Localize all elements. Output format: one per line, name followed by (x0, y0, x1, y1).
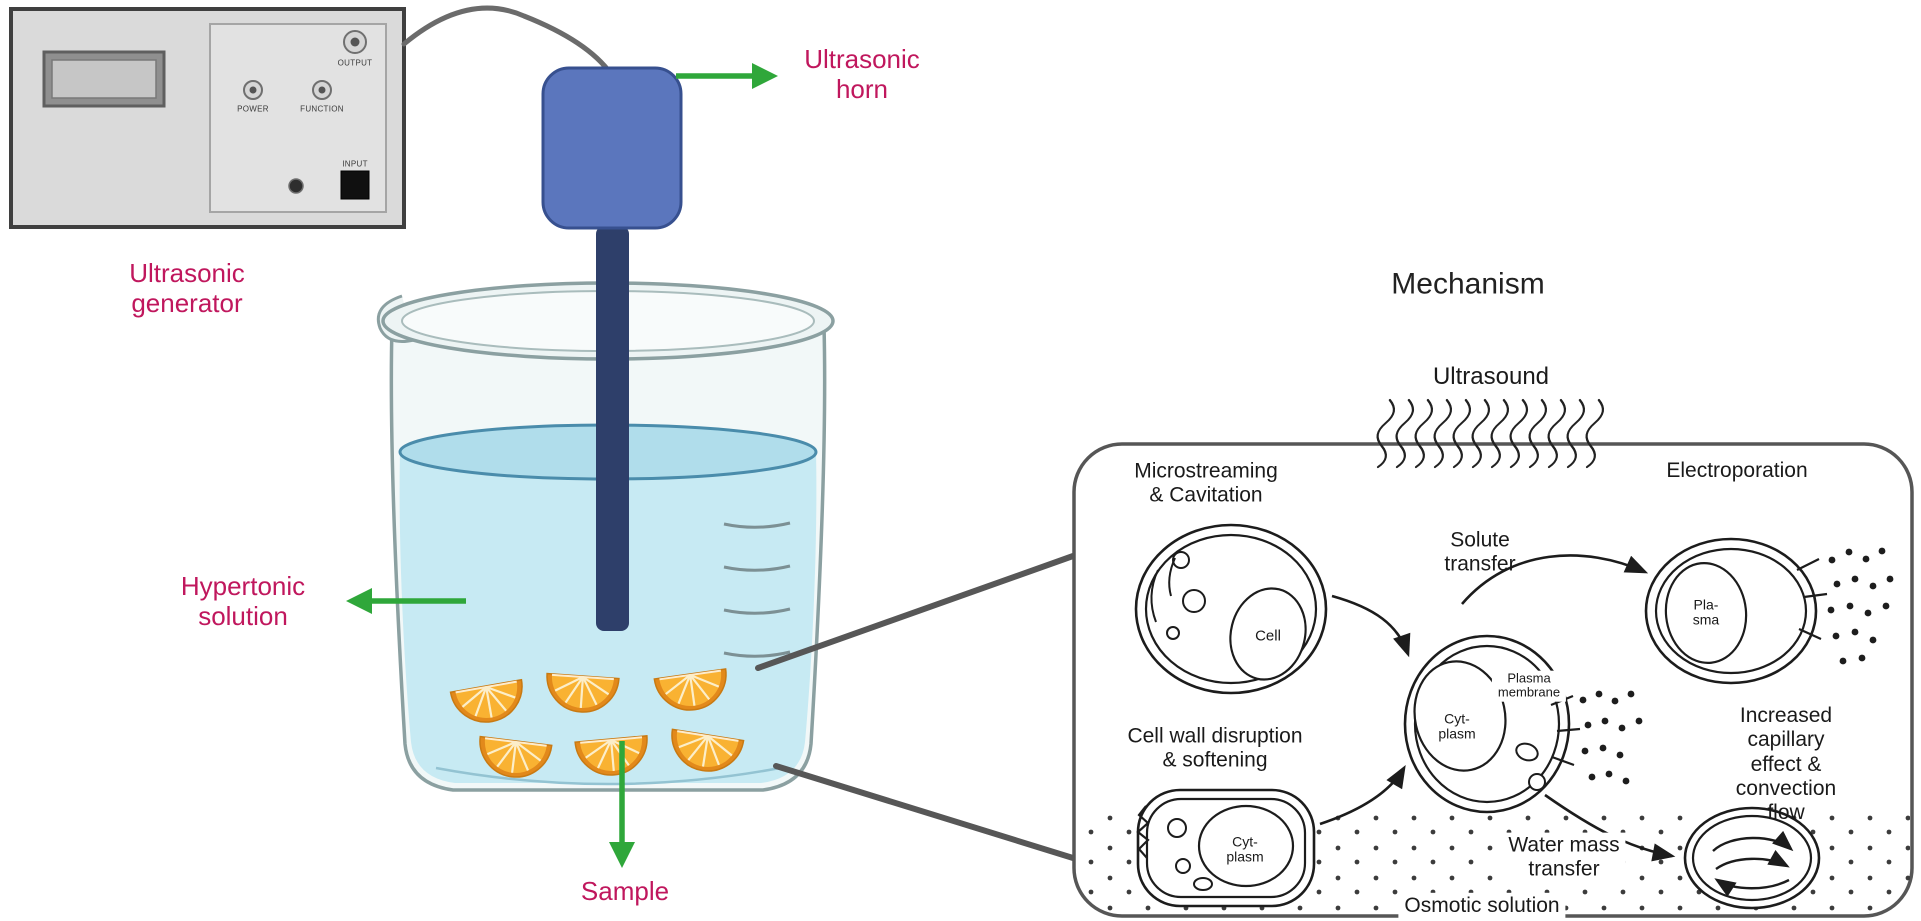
arrow-microstreaming-to-center (1331, 594, 1411, 658)
arrow-cellwall-to-center (1319, 765, 1406, 826)
generator-cable (401, 5, 614, 77)
callout-lines (755, 553, 1076, 861)
ultrasonic-generator-label: Ultrasonic generator (129, 257, 245, 318)
convection-arrows (1712, 830, 1794, 897)
membrane-pores (1796, 558, 1828, 641)
sample-label: Sample (580, 875, 670, 906)
cell-nucleus (1229, 587, 1307, 681)
hypertonic-arrow (346, 588, 466, 614)
input-socket (340, 170, 370, 200)
power-knob-label: POWER (237, 104, 269, 114)
convection-cell (1683, 806, 1821, 910)
electroporation-label: Electroporation (1666, 458, 1808, 482)
cell-inner-label: Cell (1255, 627, 1281, 645)
plasma-inner-label: Pla- sma (1692, 596, 1720, 628)
horn-arrow (676, 63, 778, 89)
function-knob (312, 80, 332, 100)
power-knob (243, 80, 263, 100)
liquid-bottom-curve (435, 766, 781, 786)
microstreaming-label: Microstreaming & Cavitation (1134, 459, 1278, 507)
mechanism-title: Mechanism (1391, 267, 1545, 301)
function-knob-label: FUNCTION (300, 104, 344, 114)
cytoplasm-bottom-label: Cyt- plasm (1226, 833, 1264, 865)
arrow-solute-transfer (1461, 554, 1649, 605)
cell-wall-disruption-cell (1136, 788, 1316, 908)
output-knob-label: OUTPUT (337, 58, 373, 68)
ultrasonic-horn-label: Ultrasonic horn (804, 43, 920, 104)
cytoplasm-region (1197, 804, 1295, 888)
cytoplasm-center-label: Cyt- plasm (1438, 710, 1476, 742)
output-knob (343, 30, 367, 54)
solute-particles-center (1579, 690, 1643, 785)
ultrasonic-horn-body (541, 66, 683, 230)
disrupted-wall (1136, 805, 1150, 859)
electroporation-cell (1644, 537, 1828, 685)
osmotic-solution-label: Osmotic solution (1398, 892, 1566, 920)
horn-probe-rod (596, 226, 629, 631)
ultrasound-label: Ultrasound (1432, 363, 1550, 391)
solute-particles-right (1827, 547, 1894, 665)
solute-transfer-label: Solute transfer (1444, 528, 1516, 576)
sample-arrow (609, 741, 635, 868)
microstreaming-cell (1134, 523, 1328, 695)
plasma-membrane-label: Plasma membrane (1491, 670, 1567, 702)
graduation-marks (723, 521, 791, 658)
plasma-region (1664, 561, 1748, 665)
green-arrows (346, 63, 778, 868)
cytoplasm-region (1413, 660, 1507, 772)
hypertonic-solution-label: Hypertonic solution (180, 570, 306, 631)
ultrasonic-generator-device (9, 7, 406, 229)
capillary-effect-label: Increased capillary effect & convection … (1735, 704, 1837, 825)
adjust-button (288, 178, 304, 194)
water-mass-transfer-label: Water mass transfer (1502, 832, 1626, 884)
input-socket-label: INPUT (342, 159, 368, 169)
cell-wall-disruption-label: Cell wall disruption & softening (1127, 724, 1303, 772)
